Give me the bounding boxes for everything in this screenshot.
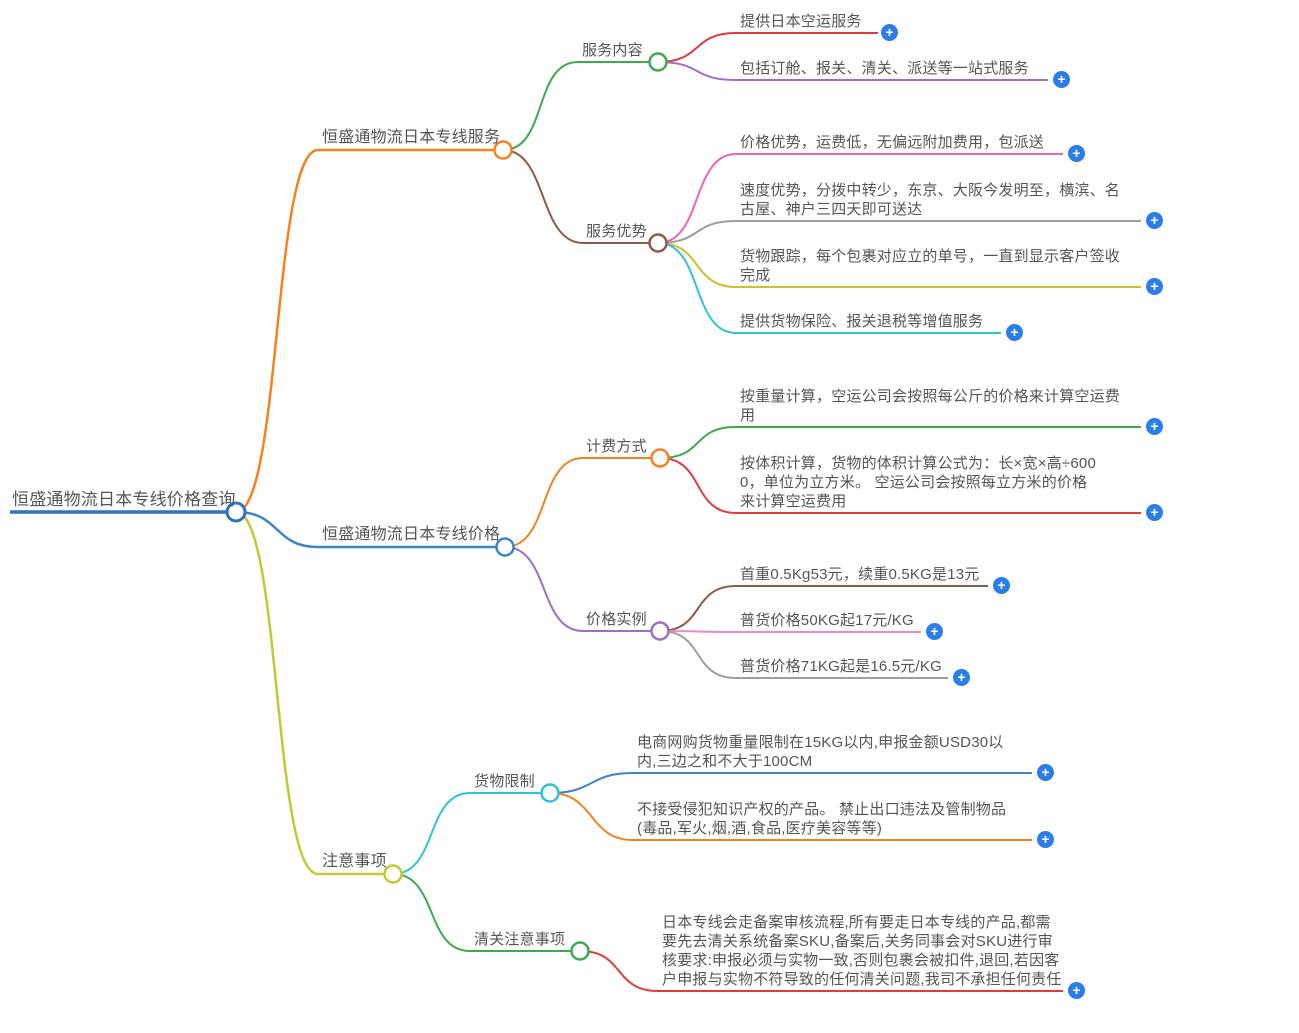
connector-example-first — [659, 585, 988, 632]
node-toggle-cargo-limit[interactable] — [540, 783, 560, 803]
node-toggle-billing[interactable] — [650, 448, 670, 468]
expand-icon-insurance[interactable]: + — [1006, 324, 1023, 341]
node-toggle-root[interactable] — [225, 501, 247, 523]
connector-example-71kg — [659, 630, 948, 679]
leaf-node-tracking[interactable]: 货物跟踪，每个包裹对应立的单号，一直到显示客户签收完成 — [740, 248, 1121, 284]
expand-icon-weight-limit[interactable]: + — [1037, 764, 1054, 781]
connector-cargo-limit — [392, 792, 541, 875]
connector-onestop — [657, 61, 1048, 81]
branch-node-service[interactable]: 恒盛通物流日本专线服务 — [322, 129, 501, 146]
connector-billing-volume — [659, 457, 1141, 514]
connector-billing-weight — [659, 426, 1141, 459]
connector-limit-prohibited — [549, 792, 1032, 841]
connector-limit-weight — [549, 772, 1032, 794]
leaf-node-price-advantage[interactable]: 价格优势，运费低，无偏远附加费用，包派送 — [740, 134, 1045, 151]
expand-icon-prohibited-items[interactable]: + — [1037, 831, 1054, 848]
branch-node-notes[interactable]: 注意事项 — [322, 853, 387, 870]
node-toggle-price[interactable] — [495, 537, 515, 557]
sub-node-service-content[interactable]: 服务内容 — [582, 42, 643, 59]
sub-node-service-advantages[interactable]: 服务优势 — [586, 223, 647, 240]
connector-service-content — [502, 61, 649, 151]
root-node[interactable]: 恒盛通物流日本专线价格查询 — [12, 490, 236, 509]
node-toggle-examples[interactable] — [650, 621, 670, 641]
connector-adv-insurance — [657, 242, 1001, 334]
leaf-node-customs-detail[interactable]: 日本专线会走备案审核流程,所有要走日本专线的产品,都需要先去清关系统备案SKU,… — [662, 914, 1062, 988]
sub-node-price-examples[interactable]: 价格实例 — [586, 611, 647, 628]
expand-icon-speed-advantage[interactable]: + — [1146, 212, 1163, 229]
expand-icon-onestop-service[interactable]: + — [1053, 71, 1070, 88]
connector-example-50kg — [659, 630, 921, 633]
sub-node-customs-notes[interactable]: 清关注意事项 — [474, 931, 566, 948]
sub-node-cargo-limit[interactable]: 货物限制 — [474, 773, 535, 790]
connector-price — [235, 510, 496, 549]
connector-billing — [504, 457, 651, 548]
leaf-node-onestop-service[interactable]: 包括订舱、报关、清关、派送等一站式服务 — [740, 60, 1029, 77]
expand-icon-customs-detail[interactable]: + — [1068, 982, 1085, 999]
expand-icon-tracking[interactable]: + — [1146, 278, 1163, 295]
expand-icon-71kg-price[interactable]: + — [953, 669, 970, 686]
leaf-node-weight-billing[interactable]: 按重量计算，空运公司会按照每公斤的价格来计算空运费用 — [740, 388, 1121, 424]
connector-service — [235, 148, 494, 514]
leaf-node-speed-advantage[interactable]: 速度优势，分拨中转少，东京、大阪今发明至，横滨、名古屋、神户三四天即可送达 — [740, 182, 1121, 218]
leaf-node-prohibited-items[interactable]: 不接受侵犯知识产权的产品。 禁止出口违法及管制物品(毒品,军火,烟,酒,食品,医… — [637, 801, 1007, 837]
connector-adv-speed — [657, 220, 1141, 244]
leaf-node-71kg-price[interactable]: 普货价格71KG起是16.5元/KG — [740, 658, 942, 675]
node-toggle-service[interactable] — [493, 140, 513, 160]
node-toggle-service-adv[interactable] — [648, 233, 668, 253]
connector-air-service — [657, 32, 878, 63]
connector-service-adv — [502, 149, 649, 244]
leaf-node-volume-billing[interactable]: 按体积计算，货物的体积计算公式为：长×宽×高÷6000，单位为立方米。 空运公司… — [740, 455, 1096, 510]
expand-icon-weight-billing[interactable]: + — [1146, 418, 1163, 435]
connector-adv-tracking — [657, 242, 1141, 288]
node-toggle-service-content[interactable] — [648, 52, 668, 72]
expand-icon-price-advantage[interactable]: + — [1068, 145, 1085, 162]
connector-notes — [235, 510, 384, 876]
branch-node-price[interactable]: 恒盛通物流日本专线价格 — [322, 526, 501, 543]
node-toggle-customs[interactable] — [570, 941, 590, 961]
node-toggle-notes[interactable] — [383, 864, 403, 884]
expand-icon-air-service[interactable]: + — [881, 24, 898, 41]
leaf-node-first-weight-price[interactable]: 首重0.5Kg53元，续重0.5KG是13元 — [740, 566, 980, 583]
connector-adv-price — [657, 153, 1063, 244]
connector-examples — [504, 546, 651, 632]
leaf-node-weight-limit[interactable]: 电商网购货物重量限制在15KG以内,申报金额USD30以内,三边之和不大于100… — [637, 734, 1004, 770]
leaf-node-50kg-price[interactable]: 普货价格50KG起17元/KG — [740, 612, 914, 629]
expand-icon-first-weight-price[interactable]: + — [993, 577, 1010, 594]
expand-icon-50kg-price[interactable]: + — [926, 623, 943, 640]
expand-icon-volume-billing[interactable]: + — [1146, 504, 1163, 521]
connector-customs — [392, 873, 571, 952]
leaf-node-insurance[interactable]: 提供货物保险、报关退税等增值服务 — [740, 313, 984, 330]
connector-customs-detail — [579, 950, 1063, 992]
leaf-node-air-service[interactable]: 提供日本空运服务 — [740, 13, 862, 30]
sub-node-billing-method[interactable]: 计费方式 — [586, 438, 647, 455]
